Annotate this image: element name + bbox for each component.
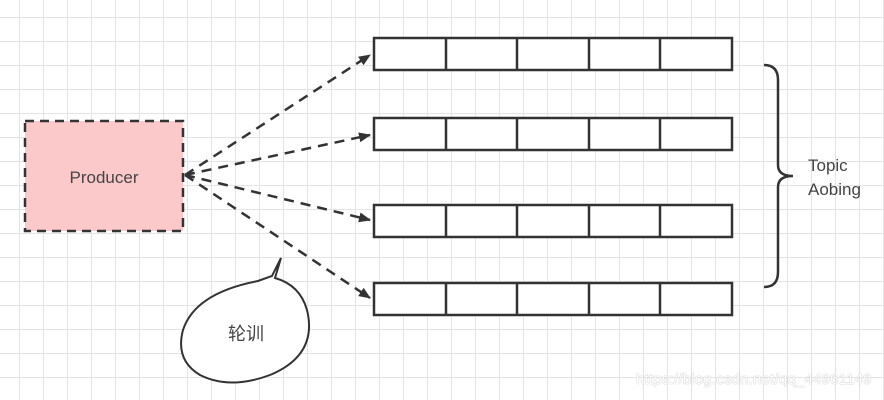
producer-label: Producer [70,168,139,187]
producer-node[interactable]: Producer [23,119,185,233]
watermark: https://blog.csdn.net/qq_44961149 [636,371,872,388]
topic-label-line1: Topic [808,156,848,175]
queue-3[interactable] [372,203,734,239]
topic-brace [763,63,794,289]
queue-1[interactable] [372,36,734,72]
polling-callout[interactable]: 轮训 [180,257,311,384]
queue-4[interactable] [372,281,734,317]
callout-label: 轮训 [228,324,264,344]
topic-label-line2: Aobing [808,180,861,199]
arrow-to-queue-2 [184,132,371,177]
arrow-to-queue-4 [184,173,371,300]
dispatch-arrows [184,53,371,300]
arrow-to-queue-3 [184,173,371,223]
arrow-to-queue-1 [184,53,371,177]
queue-2[interactable] [372,116,734,152]
